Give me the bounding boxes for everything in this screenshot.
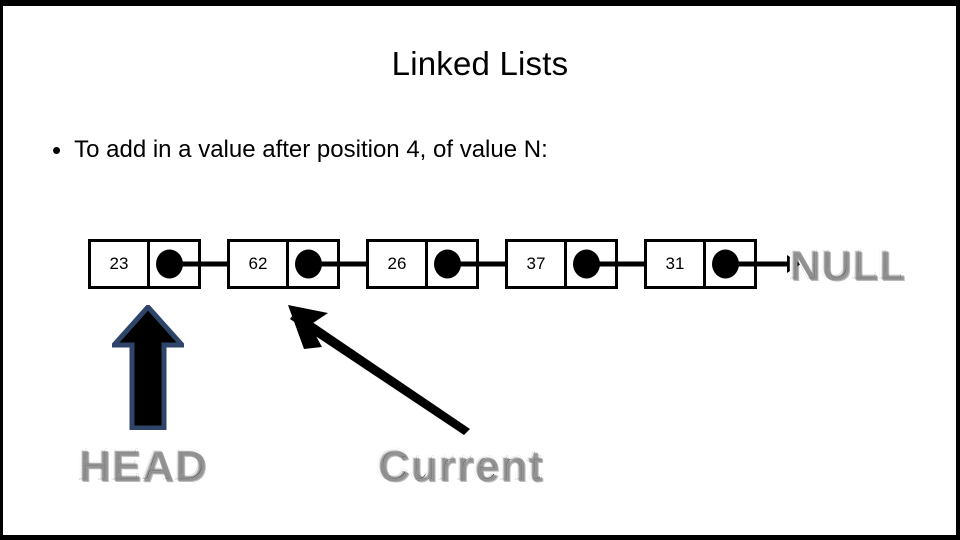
- list-node: 37: [505, 239, 618, 289]
- list-node-value: 62: [248, 254, 268, 273]
- list-node-pointer-cell: [564, 242, 615, 286]
- slide-frame-right: [956, 0, 960, 540]
- head-pointer-arrow-icon: [112, 305, 184, 430]
- current-pointer-arrow-icon: [288, 305, 470, 435]
- bullet-marker-icon: •: [52, 135, 62, 165]
- current-label: Current: [375, 439, 542, 490]
- pointer-dot-icon: [156, 249, 183, 279]
- list-node-pointer-cell: [147, 242, 198, 286]
- list-node: 62: [227, 239, 340, 289]
- pointer-dot-icon: [295, 249, 322, 279]
- slide-frame-left: [0, 0, 3, 540]
- list-node-pointer-cell: [703, 242, 754, 286]
- bullet-item-label: To add in a value after position 4, of v…: [74, 136, 548, 163]
- list-node-value: 37: [526, 254, 546, 273]
- page-title: Linked Lists: [391, 45, 569, 82]
- list-node-pointer-cell: [425, 242, 476, 286]
- bullet-item: • To add in a value after position 4, of…: [52, 131, 548, 169]
- list-node: 23: [88, 239, 201, 289]
- pointer-dot-icon: [573, 249, 600, 279]
- null-terminator-label: NULL: [787, 239, 904, 288]
- list-node-value: 31: [665, 254, 685, 273]
- list-node: 26: [366, 239, 479, 289]
- list-node-value: 26: [387, 254, 407, 273]
- list-node: 31: [644, 239, 757, 289]
- pointer-dot-icon: [434, 249, 461, 279]
- list-node-value: 23: [109, 254, 129, 273]
- slide-frame-bottom: [0, 535, 960, 540]
- list-node-pointer-cell: [286, 242, 337, 286]
- head-label: HEAD: [76, 439, 206, 490]
- pointer-dot-icon: [712, 249, 739, 279]
- slide-frame-top: [0, 0, 960, 6]
